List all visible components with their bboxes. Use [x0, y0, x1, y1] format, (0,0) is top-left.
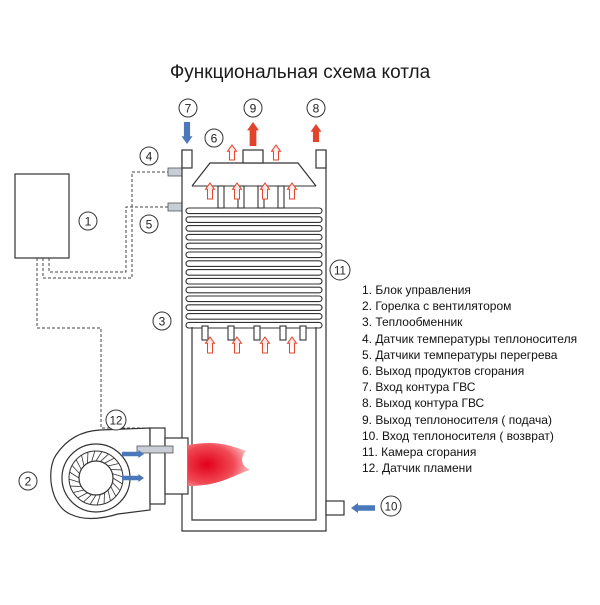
callout-4: 4 — [140, 147, 158, 165]
callout-7: 7 — [179, 99, 197, 117]
legend-item: 12. Датчик пламени — [362, 460, 577, 476]
svg-text:8: 8 — [313, 102, 320, 116]
callout-3: 3 — [153, 312, 171, 330]
exchanger-stub — [280, 326, 286, 340]
temperature-sensors — [168, 168, 182, 211]
dhw-inlet-arrow — [182, 122, 193, 144]
burner-fan — [51, 428, 188, 519]
return-pipe — [326, 501, 344, 515]
coolant-return-arrow — [351, 503, 375, 513]
svg-text:5: 5 — [146, 218, 153, 232]
legend-item: 5. Датчики температуры перегрева — [362, 347, 577, 363]
callout-11: 11 — [330, 260, 350, 280]
dhw-outlet-arrow — [311, 124, 322, 142]
control-unit — [15, 174, 69, 258]
callout-5: 5 — [140, 215, 158, 233]
diagram-title: Функциональная схема котла — [0, 62, 600, 84]
legend-item: 1. Блок управления — [362, 282, 577, 298]
exchanger-stub — [202, 326, 208, 340]
flue-collector — [192, 163, 316, 186]
svg-text:4: 4 — [146, 150, 153, 164]
svg-text:7: 7 — [185, 102, 192, 116]
legend-item: 3. Теплообменник — [362, 314, 577, 330]
callout-12: 12 — [106, 410, 126, 430]
legend-item: 4. Датчик температуры теплоносителя — [362, 331, 577, 347]
flame-sensor — [137, 446, 173, 453]
legend-item: 2. Горелка с вентилятором — [362, 298, 577, 314]
legend-item: 6. Выход продуктов сгорания — [362, 363, 577, 379]
coolant-temp-sensor — [168, 168, 182, 176]
legend-item: 11. Камера сгорания — [362, 444, 577, 460]
legend-item: 9. Выход теплоносителя ( подача) — [362, 412, 577, 428]
coolant-outlet-arrow — [247, 122, 259, 146]
overheat-temp-sensor — [168, 203, 182, 211]
callout-8: 8 — [307, 99, 325, 117]
exchanger-stub — [254, 326, 260, 340]
callout-6: 6 — [205, 129, 223, 147]
legend-list: 1. Блок управления 2. Горелка с вентилят… — [362, 282, 577, 476]
flue-outlet — [243, 150, 263, 163]
svg-text:2: 2 — [25, 475, 32, 489]
exchanger-stub — [218, 186, 224, 208]
legend-item: 10. Вход теплоносителя ( возврат) — [362, 428, 577, 444]
svg-text:11: 11 — [334, 266, 346, 278]
svg-text:10: 10 — [385, 502, 398, 514]
svg-text:6: 6 — [211, 132, 218, 146]
callout-10: 10 — [381, 496, 401, 516]
legend-item: 8. Выход контура ГВС — [362, 395, 577, 411]
callout-1: 1 — [79, 212, 97, 230]
callout-9: 9 — [244, 99, 262, 117]
exchanger-stub — [278, 186, 284, 208]
exchanger-stub — [228, 326, 234, 340]
callout-2: 2 — [19, 472, 37, 490]
svg-text:3: 3 — [159, 315, 166, 329]
svg-text:1: 1 — [85, 215, 92, 229]
legend-item: 7. Вход контура ГВС — [362, 379, 577, 395]
svg-text:12: 12 — [110, 416, 123, 428]
svg-text:9: 9 — [250, 102, 257, 116]
exchanger-stub — [300, 326, 306, 340]
